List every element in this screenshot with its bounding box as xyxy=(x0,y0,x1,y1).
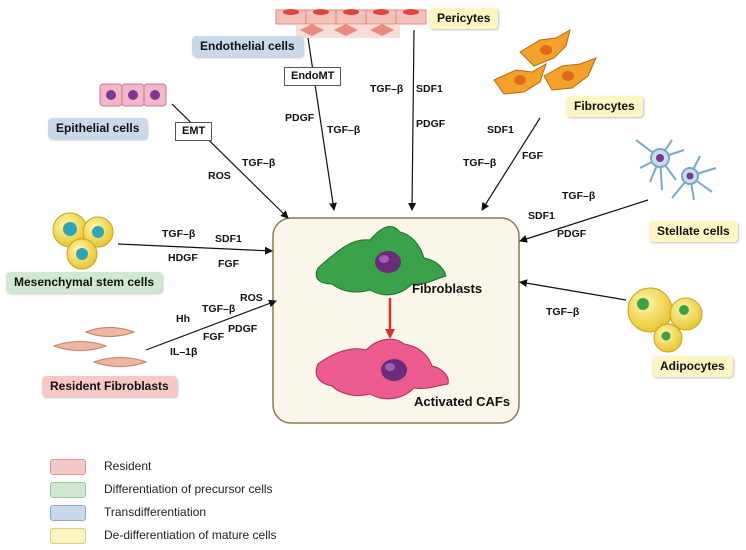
epithelial-cells-label: Epithelial cells xyxy=(48,118,148,139)
stellate-arrow xyxy=(519,199,649,243)
factor-label: TGF–β xyxy=(162,228,196,240)
factor-label: PDGF xyxy=(228,323,258,335)
factor-label: SDF1 xyxy=(416,83,443,95)
factor-label: SDF1 xyxy=(215,233,242,245)
legend-swatch-dedifferentiation xyxy=(50,528,86,544)
activated-caf-cell-icon xyxy=(315,338,449,400)
factor-label: SDF1 xyxy=(528,210,555,222)
factor-label: TGF–β xyxy=(562,190,596,202)
factor-label: FGF xyxy=(522,150,543,162)
activated-cafs-label: Activated CAFs xyxy=(414,394,511,409)
emt-box: EMT xyxy=(175,122,213,141)
resident-fibroblasts-illustration xyxy=(52,327,148,367)
legend-label: De-differentiation of mature cells xyxy=(104,528,277,542)
endomt-box: EndoMT xyxy=(284,67,342,86)
factor-label: ROS xyxy=(208,170,231,182)
msc-arrow xyxy=(117,243,273,255)
fibrocytes-illustration xyxy=(493,28,597,95)
fibroblasts-label: Fibroblasts xyxy=(412,281,483,296)
factor-label: TGF–β xyxy=(546,306,580,318)
adipocytes-illustration xyxy=(627,287,703,353)
factor-label: TGF–β xyxy=(242,157,276,169)
factor-label: IL–1β xyxy=(170,346,198,358)
fibrocytes-arrow xyxy=(481,117,541,211)
pericytes-arrow xyxy=(408,29,417,211)
mesenchymal-stem-cells-label: Mesenchymal stem cells xyxy=(6,272,163,293)
factor-label: PDGF xyxy=(285,112,315,124)
stellate-cells-label: Stellate cells xyxy=(649,221,738,242)
pericytes-illustration xyxy=(275,9,427,38)
fibroblast-cell-icon xyxy=(315,225,447,296)
adipocytes-label: Adipocytes xyxy=(652,356,733,377)
factor-label: TGF–β xyxy=(463,157,497,169)
factor-label: PDGF xyxy=(416,118,446,130)
mesenchymal-stem-cells-illustration xyxy=(52,212,114,270)
legend-swatch-transdifferentiation xyxy=(50,505,86,521)
pericytes-label: Pericytes xyxy=(429,8,499,29)
factor-label: HDGF xyxy=(168,252,198,264)
legend-swatch-differentiation xyxy=(50,482,86,498)
adipocytes-arrow xyxy=(519,279,627,301)
factor-label: FGF xyxy=(218,258,239,270)
fibrocytes-label: Fibrocytes xyxy=(566,96,643,117)
legend-label: Transdifferentiation xyxy=(104,505,207,519)
legend-swatch-resident xyxy=(50,459,86,475)
endothelial-cells-label: Endothelial cells xyxy=(192,36,303,57)
factor-label: Hh xyxy=(176,313,190,325)
epithelial-cells-illustration xyxy=(99,83,167,107)
endothelial-arrow xyxy=(307,37,337,211)
stellate-cells-illustration xyxy=(635,139,717,201)
factor-label: SDF1 xyxy=(487,124,514,136)
factor-label: PDGF xyxy=(557,228,587,240)
factor-label: FGF xyxy=(203,331,224,343)
resident-fibroblasts-label: Resident Fibroblasts xyxy=(42,376,177,397)
resident-fib-arrow xyxy=(145,299,277,351)
factor-label: ROS xyxy=(240,292,263,304)
factor-label: TGF–β xyxy=(327,124,361,136)
factor-label: TGF–β xyxy=(370,83,404,95)
legend-label: Differentiation of precursor cells xyxy=(104,482,273,496)
factor-label: TGF–β xyxy=(202,303,236,315)
legend-label: Resident xyxy=(104,459,152,473)
